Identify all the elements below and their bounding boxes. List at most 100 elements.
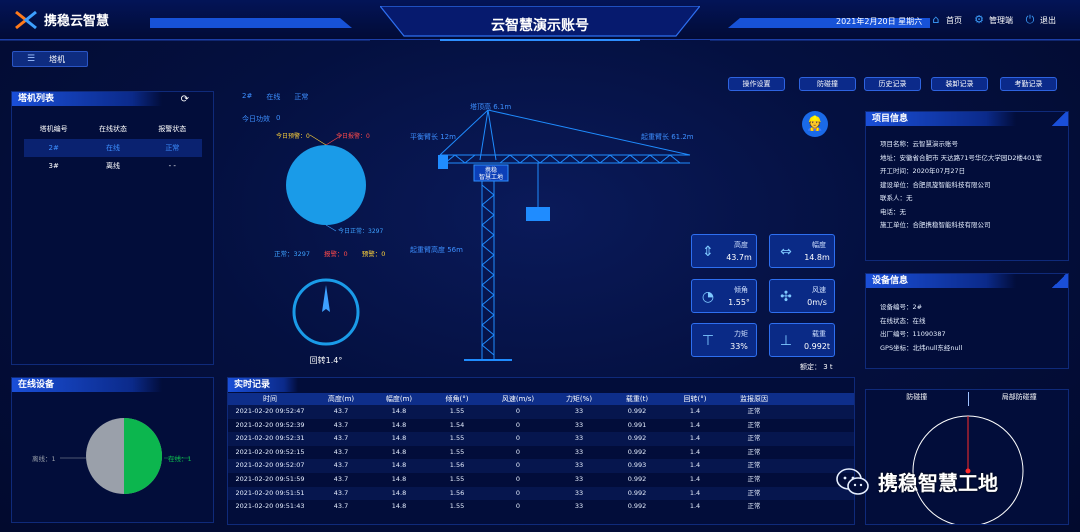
- operator-avatar-icon[interactable]: 👷: [802, 111, 828, 137]
- history-button[interactable]: 历史记录: [864, 77, 921, 91]
- status-crane-id: 2#: [242, 92, 253, 100]
- anti-collision-button[interactable]: 防碰撞: [799, 77, 856, 91]
- table-cell: 14.8: [391, 447, 407, 456]
- admin-label: 管理端: [989, 15, 1013, 25]
- table-cell: 0: [515, 434, 521, 443]
- today-work: 今日功效 0: [242, 114, 280, 124]
- header-decoration: [0, 18, 1080, 41]
- table-cell: 2021-02-20 09:51:43: [235, 502, 305, 511]
- table-cell: 14.8: [391, 488, 407, 497]
- col-wind: 风速(m/s): [501, 395, 535, 403]
- crane-list-panel: 塔机列表 ⟳ 塔机编号 在线状态 报警状态 2# 在线 正常 3# 离线 - -: [11, 91, 214, 365]
- logout-link[interactable]: ⏻ 退出: [1024, 14, 1056, 26]
- status-online: 在线: [266, 93, 281, 101]
- status-alarm: 正常: [294, 93, 309, 101]
- table-cell: 0.992: [627, 502, 647, 511]
- metric-value: 1.55°: [728, 298, 750, 307]
- height-icon: ⇕: [702, 244, 714, 260]
- fan-icon: ✣: [780, 289, 792, 305]
- metric-value: 43.7m: [726, 253, 752, 262]
- table-cell: 1.4: [689, 488, 701, 497]
- table-cell: 0.992: [627, 434, 647, 443]
- tab-crane[interactable]: ☰ 塔机: [12, 51, 88, 67]
- table-cell: 14.8: [391, 502, 407, 511]
- metric-value: 14.8m: [804, 253, 830, 262]
- table-cell: 1.56: [449, 488, 465, 497]
- hook-load-icon: [526, 207, 550, 221]
- crane-status-bar: 2# 在线 正常: [242, 92, 308, 102]
- tower-crane-diagram: 携稳 智慧工地: [438, 109, 691, 361]
- loading-records-button[interactable]: 装卸记录: [931, 77, 988, 91]
- project-builder: 建设单位：合肥凯旋智能科技有限公司: [880, 180, 991, 189]
- pie-totals: 正常：3297 报警：0 预警：0: [274, 248, 385, 258]
- device-info-title: 设备信息: [866, 274, 1016, 288]
- device-factory-no: 出厂编号：11090387: [880, 330, 946, 338]
- crane-sign-line1: 携稳: [485, 166, 497, 174]
- today-work-value: 0: [276, 114, 281, 122]
- logo-icon: [15, 10, 37, 30]
- home-link[interactable]: ⌂ 首页: [930, 14, 963, 26]
- list-icon: ☰: [27, 54, 36, 64]
- panel-corner: [1050, 112, 1068, 126]
- operation-settings-button[interactable]: 操作设置: [728, 77, 785, 91]
- device-info-lines: 设备编号：2# 在线状态：在线 出厂编号：11090387 GPS坐标：北纬nu…: [880, 301, 962, 355]
- balance-arm-label: 平衡臂长 12m: [410, 133, 456, 141]
- tab-local-anti-collision[interactable]: 局部防碰撞: [1001, 393, 1037, 401]
- rated-load: 额定： 3 t: [800, 363, 833, 371]
- table-cell: 0.992: [627, 488, 647, 497]
- table-cell: 33: [574, 474, 584, 483]
- wechat-icon: [836, 467, 869, 495]
- table-cell: 1.55: [449, 407, 465, 415]
- table-cell: 1.55: [449, 434, 465, 443]
- crane-row[interactable]: 2# 在线 正常: [24, 139, 202, 157]
- tab-divider: [967, 392, 969, 406]
- tab-anti-collision[interactable]: 防碰撞: [906, 393, 928, 401]
- online-devices-title: 在线设备: [12, 378, 162, 392]
- online-devices-panel: 在线设备 离线：1 在线：1: [11, 377, 214, 523]
- project-contractor: 施工单位：合肥携稳智能科技有限公司: [880, 221, 991, 229]
- col-height: 高度(m): [327, 395, 355, 403]
- tilt-icon: ◔: [701, 289, 715, 305]
- table-cell: 正常: [747, 447, 761, 456]
- table-cell: 14.8: [391, 461, 407, 470]
- metric-height-card: ⇕ 高度 43.7m: [691, 234, 757, 268]
- realtime-table: 时间 高度(m) 幅度(m) 倾角(°) 风速(m/s) 力矩(%) 载重(t)…: [228, 393, 854, 514]
- project-start: 开工时间：2020年07月27日: [880, 167, 966, 175]
- tower-height-label: 塔顶高 6.1m: [470, 103, 512, 111]
- project-phone: 电话：无: [880, 207, 906, 216]
- table-cell: 0.992: [627, 407, 647, 415]
- gear-icon: ⚙: [974, 13, 984, 26]
- table-cell: 1.4: [689, 420, 701, 429]
- table-cell: 43.7: [333, 434, 349, 443]
- table-cell: 43.7: [333, 447, 349, 456]
- total-warn: 预警：0: [361, 250, 386, 258]
- table-cell: 2021-02-20 09:52:15: [235, 447, 305, 456]
- table-cell: 1.56: [449, 461, 465, 470]
- power-icon: ⏻: [1025, 13, 1035, 26]
- crane-list-title: 塔机列表: [12, 92, 162, 106]
- refresh-icon[interactable]: ⟳: [180, 94, 189, 105]
- table-cell: 2021-02-20 09:52:39: [235, 420, 305, 429]
- table-cell: 1.4: [689, 461, 701, 470]
- crane-cab: [473, 164, 509, 182]
- project-name: 项目名称：云智慧演示账号: [880, 140, 958, 148]
- attendance-button[interactable]: 考勤记录: [1000, 77, 1057, 91]
- table-cell: 0.992: [627, 474, 647, 483]
- metric-value: 0.992t: [803, 342, 831, 351]
- table-cell: 2021-02-20 09:52:31: [235, 434, 305, 443]
- col-weight: 载重(t): [625, 395, 649, 403]
- metric-label: 风速: [812, 286, 826, 294]
- crane-row[interactable]: 3# 离线 - -: [24, 157, 202, 175]
- device-online: 在线状态：在线: [880, 316, 926, 325]
- admin-link[interactable]: ⚙ 管理端: [973, 14, 1013, 26]
- device-info-panel: 设备信息 设备编号：2# 在线状态：在线 出厂编号：11090387 GPS坐标…: [865, 273, 1069, 369]
- table-cell: 2021-02-20 09:51:59: [235, 474, 305, 483]
- table-cell: 33: [574, 447, 584, 456]
- table-cell: 2021-02-20 09:52:47: [235, 407, 305, 415]
- crane-id: 2#: [48, 144, 59, 152]
- pie-warn-label: 今日预警：0: [276, 133, 310, 140]
- online-pie: [86, 418, 162, 494]
